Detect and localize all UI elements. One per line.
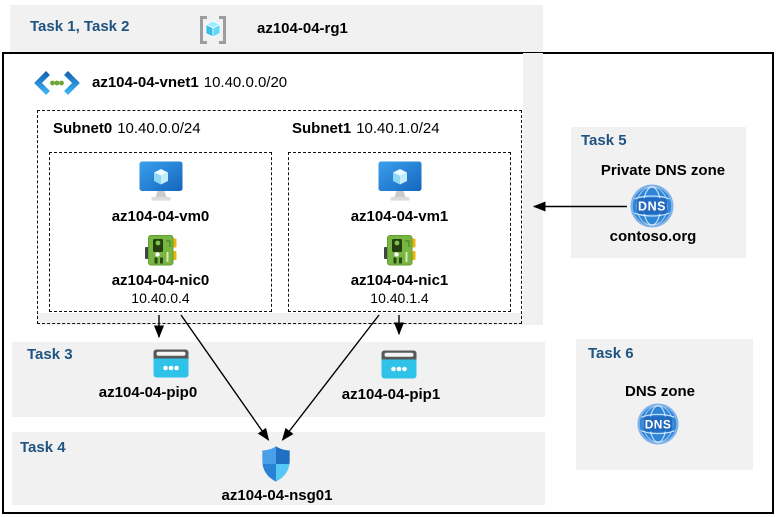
task6-box: Task 6 DNS zone DNS — [576, 339, 753, 470]
task5-label: Task 5 — [581, 132, 627, 149]
subnets-container — [37, 110, 522, 324]
subnet0-box: az104-04-vm0 az104-04-nic0 10.40.0.4 — [49, 152, 272, 312]
task6-label: Task 6 — [588, 345, 634, 362]
vm1-label: az104-04-vm1 — [350, 208, 449, 225]
task4-band: Task 4 az104-04-nsg01 — [12, 432, 545, 505]
task-1-2-label: Task 1, Task 2 — [30, 18, 130, 35]
task4-label: Task 4 — [20, 439, 66, 456]
vnet-cidr: 10.40.0.0/20 — [203, 74, 288, 91]
subnet1-name: Subnet1 — [292, 120, 352, 137]
resource-group-icon — [200, 16, 226, 44]
private-dns-zone-name: contoso.org — [609, 228, 697, 245]
subnet1-title: Subnet1 10.40.1.0/24 — [292, 120, 440, 137]
top-band: Task 1, Task 2 az104-04-rg1 — [10, 5, 543, 53]
nsg-shield-icon — [262, 446, 290, 482]
vnet-edge-strip — [523, 53, 543, 325]
vm0-icon — [139, 161, 182, 201]
subnet0-title: Subnet0 10.40.0.0/24 — [53, 120, 201, 137]
private-dns-icon: DNS — [630, 184, 674, 228]
subnet1-box: az104-04-vm1 az104-04-nic1 10.40.1.4 — [288, 152, 511, 312]
nic0-ip: 10.40.0.4 — [131, 290, 190, 306]
vm1-icon — [378, 161, 421, 201]
nsg-label: az104-04-nsg01 — [221, 487, 333, 504]
private-dns-zone-title: Private DNS zone — [600, 162, 726, 179]
task3-band: Task 3 az104-04-pip0 az104-04-pip1 — [12, 342, 545, 417]
dns-icon-text: DNS — [638, 200, 666, 214]
pip0-icon — [153, 349, 189, 378]
task5-box: Task 5 Private DNS zone DNS contoso.org — [571, 127, 746, 258]
vnet-icon — [34, 71, 80, 95]
vnet-title: az104-04-vnet1 10.40.0.0/20 — [92, 74, 287, 91]
dns-zone-title: DNS zone — [624, 383, 695, 400]
dns-icon-text: DNS — [645, 417, 672, 431]
subnet0-cidr: 10.40.0.0/24 — [117, 120, 201, 137]
subnet0-name: Subnet0 — [53, 120, 113, 137]
nic1-ip: 10.40.1.4 — [370, 290, 429, 306]
task3-label: Task 3 — [27, 346, 73, 363]
pip1-label: az104-04-pip1 — [341, 386, 441, 403]
nic0-icon — [144, 235, 176, 266]
pip0-label: az104-04-pip0 — [98, 384, 198, 401]
nic1-label: az104-04-nic1 — [350, 272, 449, 289]
subnet1-cidr: 10.40.1.0/24 — [356, 120, 440, 137]
pip1-icon — [381, 350, 417, 379]
resource-group-name: az104-04-rg1 — [257, 20, 348, 37]
nic0-label: az104-04-nic0 — [111, 272, 210, 289]
dns-zone-icon: DNS — [637, 403, 679, 445]
nic1-icon — [383, 235, 415, 266]
vnet-name: az104-04-vnet1 — [92, 74, 199, 91]
vm0-label: az104-04-vm0 — [111, 208, 210, 225]
